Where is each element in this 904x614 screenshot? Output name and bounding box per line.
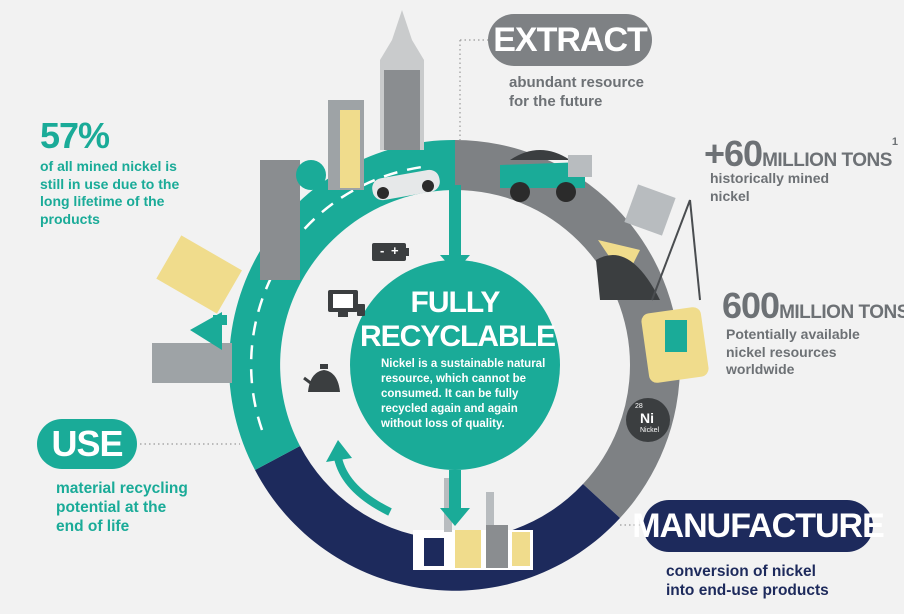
stat-resources-value: 600	[722, 285, 780, 326]
manufacture-label: MANUFACTURE	[632, 500, 885, 552]
stat-mined-value: +60	[704, 133, 763, 174]
battery-minus: -	[380, 243, 385, 258]
stat-in-use-line: of all mined nickel is	[40, 158, 177, 174]
center-title-line2: RECYCLABLE	[360, 320, 556, 353]
stat-resources-line: Potentially available	[726, 326, 860, 342]
stat-in-use-line: products	[40, 210, 100, 227]
battery-icon	[372, 243, 409, 261]
center-description-line: consumed. It can be fully	[381, 388, 519, 400]
down-arrow-top	[440, 185, 470, 272]
stat-in-use-line: long lifetime of the	[40, 193, 165, 209]
factory-illustration	[413, 478, 533, 570]
curved-arrow-head	[326, 440, 352, 462]
stat-in-use-description: of all mined nickel is still in use due …	[40, 158, 179, 228]
center-title: FULLY RECYCLABLE	[360, 286, 556, 354]
down-arrow-bottom	[440, 470, 470, 526]
center-circle	[350, 260, 560, 470]
center-description-line: resource, which cannot be	[381, 373, 527, 385]
stat-resources-unit: MILLION TONS	[779, 302, 904, 323]
mining-illustration	[500, 150, 709, 383]
center-description-line: Nickel is a sustainable natural	[381, 358, 546, 370]
stat-resources-description: Potentially available nickel resources w…	[726, 326, 860, 379]
center-description-line: without loss of quality.	[381, 418, 505, 430]
ring-grey-lower	[583, 365, 681, 518]
kettle-icon	[303, 364, 340, 392]
city-buildings	[152, 10, 424, 383]
use-desc-line: potential at the	[56, 499, 167, 516]
car-illustration	[372, 169, 440, 201]
manufacture-desc-line: into end-use products	[666, 582, 829, 599]
extract-label: EXTRACT	[488, 14, 652, 66]
element-name: Nickel	[640, 427, 660, 434]
stat-mined-unit: MILLION TONS	[762, 150, 892, 171]
stat-in-use-value: 57%	[40, 115, 110, 156]
computer-icon	[328, 290, 365, 317]
extract-desc-line: for the future	[509, 93, 603, 110]
stat-resources-heading: 600MILLION TONS2	[722, 288, 904, 324]
manufacture-description: conversion of nickel into end-use produc…	[666, 562, 829, 600]
stat-mined-note: 1	[891, 136, 899, 148]
extract-description: abundant resource for the future	[509, 73, 644, 111]
battery-plus: +	[391, 243, 399, 258]
nickel-element-badge	[626, 398, 670, 442]
extract-desc-line: abundant resource	[509, 74, 645, 91]
manufacture-desc-line: conversion of nickel	[666, 563, 816, 580]
curved-arrow	[334, 456, 392, 516]
use-desc-line: end of life	[56, 518, 130, 535]
center-description: Nickel is a sustainable natural resource…	[381, 357, 571, 432]
element-number: 28	[635, 403, 643, 410]
use-desc-line: material recycling	[56, 480, 188, 497]
stat-resources-line: nickel resources	[726, 343, 837, 360]
stat-mined-line: historically mined	[710, 170, 830, 186]
center-description-line: recycled again and again	[381, 403, 518, 415]
element-symbol: Ni	[640, 410, 654, 426]
stat-in-use-line: still in use due to the	[40, 175, 180, 192]
leader-lines	[140, 39, 660, 526]
center-title-line1: FULLY	[410, 286, 501, 319]
use-description: material recycling potential at the end …	[56, 479, 188, 536]
stat-mined-line: nickel	[710, 187, 750, 204]
use-label: USE	[37, 419, 137, 469]
stat-resources-line: worldwide	[726, 361, 795, 377]
stat-mined-description: historically mined nickel	[710, 170, 829, 205]
stat-mined-heading: +60MILLION TONS 1	[704, 136, 898, 172]
